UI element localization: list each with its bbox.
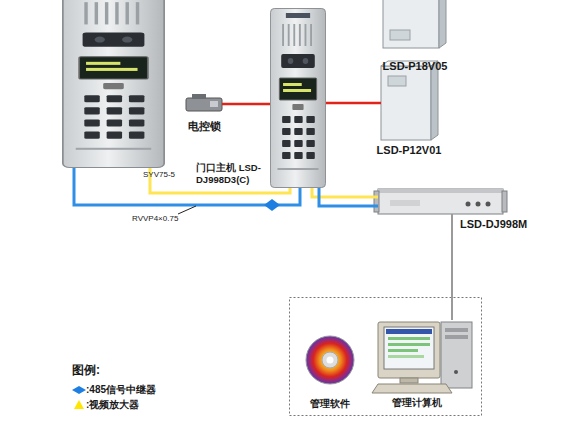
- device-label: LSD-P12V01: [373, 144, 445, 156]
- device-label: 电控锁: [179, 120, 229, 132]
- door-station-illustration: [63, 0, 164, 167]
- lock-illustration: [186, 98, 222, 111]
- device-label: 门口主机 LSD-DJ998D3(C): [196, 162, 280, 186]
- software-disc: 管理软件: [306, 336, 354, 384]
- computer-illustration: [372, 322, 472, 393]
- power-wire: [326, 102, 381, 105]
- cd-illustration: [306, 336, 354, 384]
- door-station: 门口主机 LSD-DJ998D3(C): [270, 8, 326, 188]
- network-controller: LSD-DJ998M: [378, 189, 503, 214]
- leader-line: [178, 206, 196, 214]
- cable-label: SYV75-5: [143, 170, 175, 179]
- repeater-diamond: [264, 199, 280, 211]
- cable-label: RVVP4×0.75: [132, 214, 178, 223]
- bus-wire: [319, 188, 378, 206]
- legend-triangle: [74, 400, 84, 409]
- legend-title: 图例:: [72, 362, 100, 379]
- bus-wire: [74, 165, 300, 205]
- power-box-illustration: [381, 66, 431, 140]
- network-wire: [451, 214, 453, 320]
- power-supply: LSD-P12V01: [381, 62, 438, 140]
- power-box-illustration: [383, 0, 439, 48]
- controller-illustration: [378, 189, 503, 214]
- legend-diamond: [72, 386, 86, 394]
- door-station-illustration: [270, 9, 325, 188]
- device-label: 管理软件: [296, 398, 364, 410]
- power-supply: LSD-P18V05: [383, 0, 445, 48]
- device-label: LSD-DJ998M: [460, 218, 540, 230]
- video-wire: [312, 188, 378, 197]
- device-label: 管理计算机: [380, 397, 454, 409]
- lock-device: 电控锁: [186, 96, 222, 112]
- management-computer: 管理计算机: [376, 320, 474, 393]
- power-wire: [222, 103, 270, 106]
- legend-text: :视频放大器: [86, 399, 139, 411]
- legend-text: :485信号中继器: [86, 384, 156, 396]
- device-label: LSD-P18V05: [375, 60, 455, 72]
